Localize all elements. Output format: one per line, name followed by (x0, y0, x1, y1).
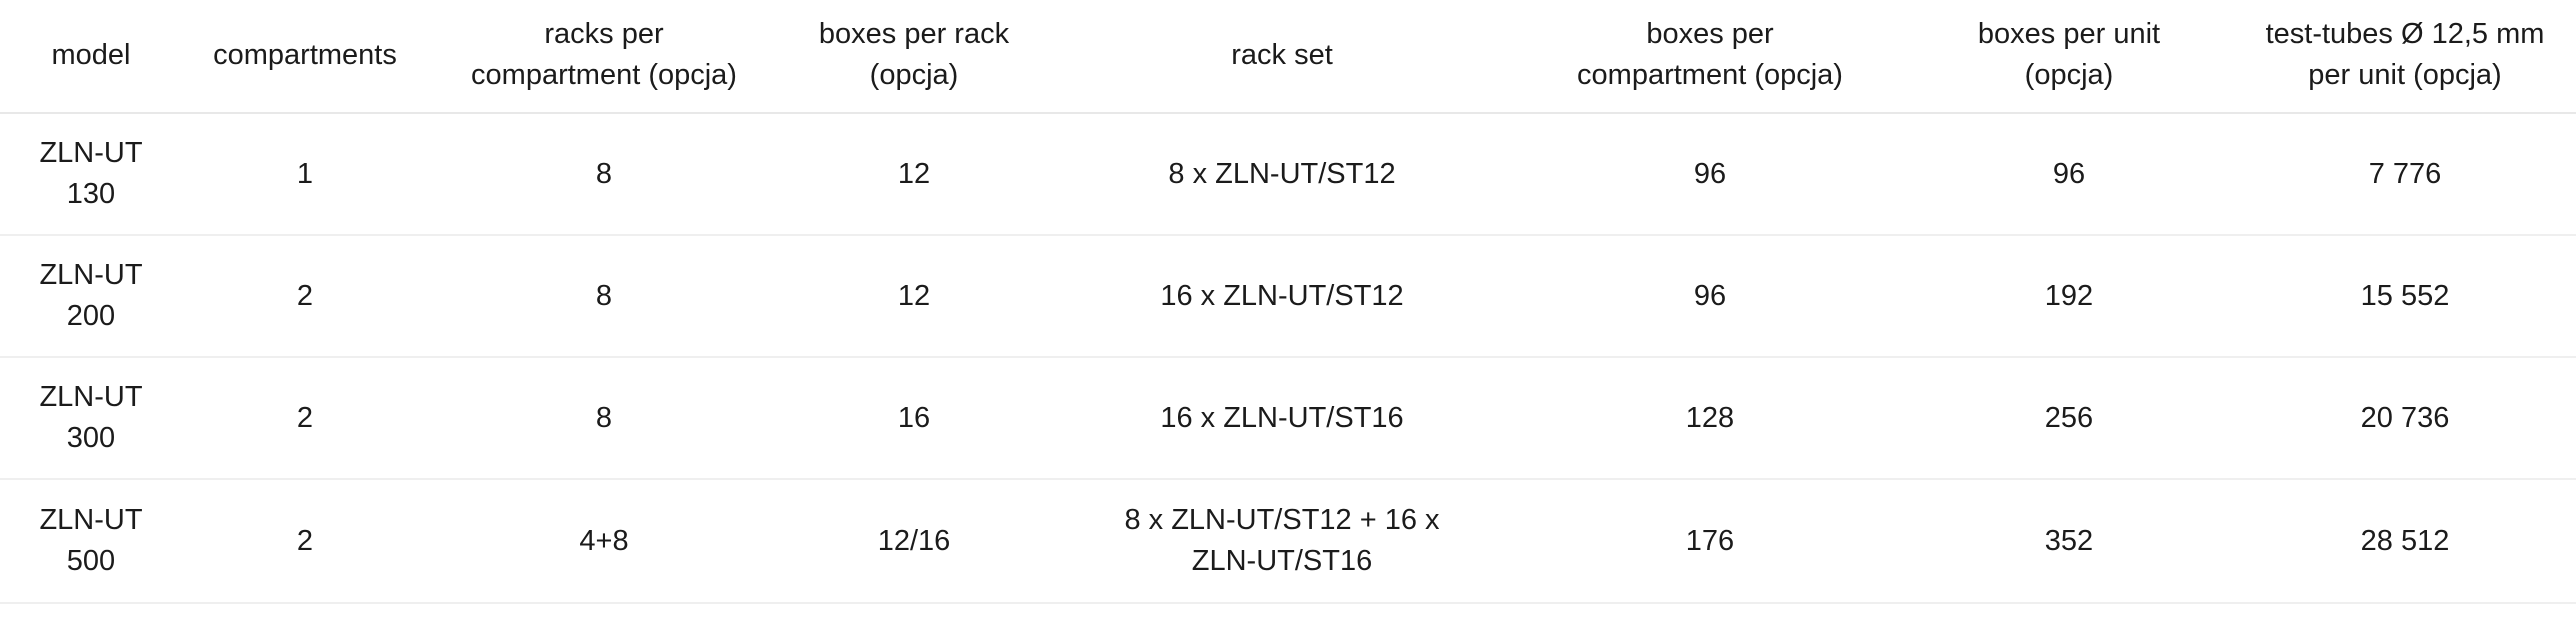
cell-test-tubes-per-unit: 7 776 (2234, 113, 2576, 237)
cell-rack-set: 8 x ZLN-UT/ST12 + 16 x ZLN-UT/ST16 (1048, 479, 1516, 605)
table-row: ZLN-UT 500 2 4+8 12/16 8 x ZLN-UT/ST12 +… (0, 479, 2576, 605)
cell-rack-set: 8 x ZLN-UT/ST12 (1048, 113, 1516, 237)
column-header-compartments: compartments (182, 0, 428, 115)
cell-boxes-per-rack: 12/16 (780, 479, 1048, 605)
column-header-boxes-per-unit: boxes per unit (opcja) (1904, 0, 2234, 115)
specification-table: model compartments racks per compartment… (0, 0, 2576, 605)
table-header: model compartments racks per compartment… (0, 0, 2576, 115)
cell-model: ZLN-UT 300 (0, 357, 182, 481)
cell-compartments: 2 (182, 357, 428, 481)
column-header-rack-set: rack set (1048, 0, 1516, 115)
cell-boxes-per-compartment: 128 (1516, 357, 1904, 481)
table-row: ZLN-UT 300 2 8 16 16 x ZLN-UT/ST16 128 2… (0, 357, 2576, 481)
cell-rack-set: 16 x ZLN-UT/ST12 (1048, 235, 1516, 359)
cell-racks-per-compartment: 8 (428, 113, 780, 237)
cell-boxes-per-rack: 12 (780, 113, 1048, 237)
cell-model: ZLN-UT 200 (0, 235, 182, 359)
table-header-row: model compartments racks per compartment… (0, 0, 2576, 115)
cell-racks-per-compartment: 4+8 (428, 479, 780, 605)
table-row: ZLN-UT 200 2 8 12 16 x ZLN-UT/ST12 96 19… (0, 235, 2576, 359)
column-header-racks-per-compartment: racks per compartment (opcja) (428, 0, 780, 115)
cell-boxes-per-unit: 96 (1904, 113, 2234, 237)
cell-model: ZLN-UT 500 (0, 479, 182, 605)
cell-compartments: 1 (182, 113, 428, 237)
column-header-test-tubes-per-unit: test-tubes Ø 12,5 mm per unit (opcja) (2234, 0, 2576, 115)
cell-boxes-per-unit: 256 (1904, 357, 2234, 481)
cell-compartments: 2 (182, 479, 428, 605)
cell-test-tubes-per-unit: 20 736 (2234, 357, 2576, 481)
cell-test-tubes-per-unit: 28 512 (2234, 479, 2576, 605)
cell-test-tubes-per-unit: 15 552 (2234, 235, 2576, 359)
cell-compartments: 2 (182, 235, 428, 359)
cell-boxes-per-unit: 192 (1904, 235, 2234, 359)
cell-rack-set: 16 x ZLN-UT/ST16 (1048, 357, 1516, 481)
cell-racks-per-compartment: 8 (428, 357, 780, 481)
column-header-boxes-per-compartment: boxes per compartment (opcja) (1516, 0, 1904, 115)
table-body: ZLN-UT 130 1 8 12 8 x ZLN-UT/ST12 96 96 … (0, 113, 2576, 605)
cell-model: ZLN-UT 130 (0, 113, 182, 237)
cell-boxes-per-rack: 16 (780, 357, 1048, 481)
cell-boxes-per-rack: 12 (780, 235, 1048, 359)
column-header-boxes-per-rack: boxes per rack (opcja) (780, 0, 1048, 115)
cell-boxes-per-compartment: 96 (1516, 113, 1904, 237)
cell-racks-per-compartment: 8 (428, 235, 780, 359)
cell-boxes-per-compartment: 176 (1516, 479, 1904, 605)
cell-boxes-per-compartment: 96 (1516, 235, 1904, 359)
cell-boxes-per-unit: 352 (1904, 479, 2234, 605)
table-row: ZLN-UT 130 1 8 12 8 x ZLN-UT/ST12 96 96 … (0, 113, 2576, 237)
column-header-model: model (0, 0, 182, 115)
